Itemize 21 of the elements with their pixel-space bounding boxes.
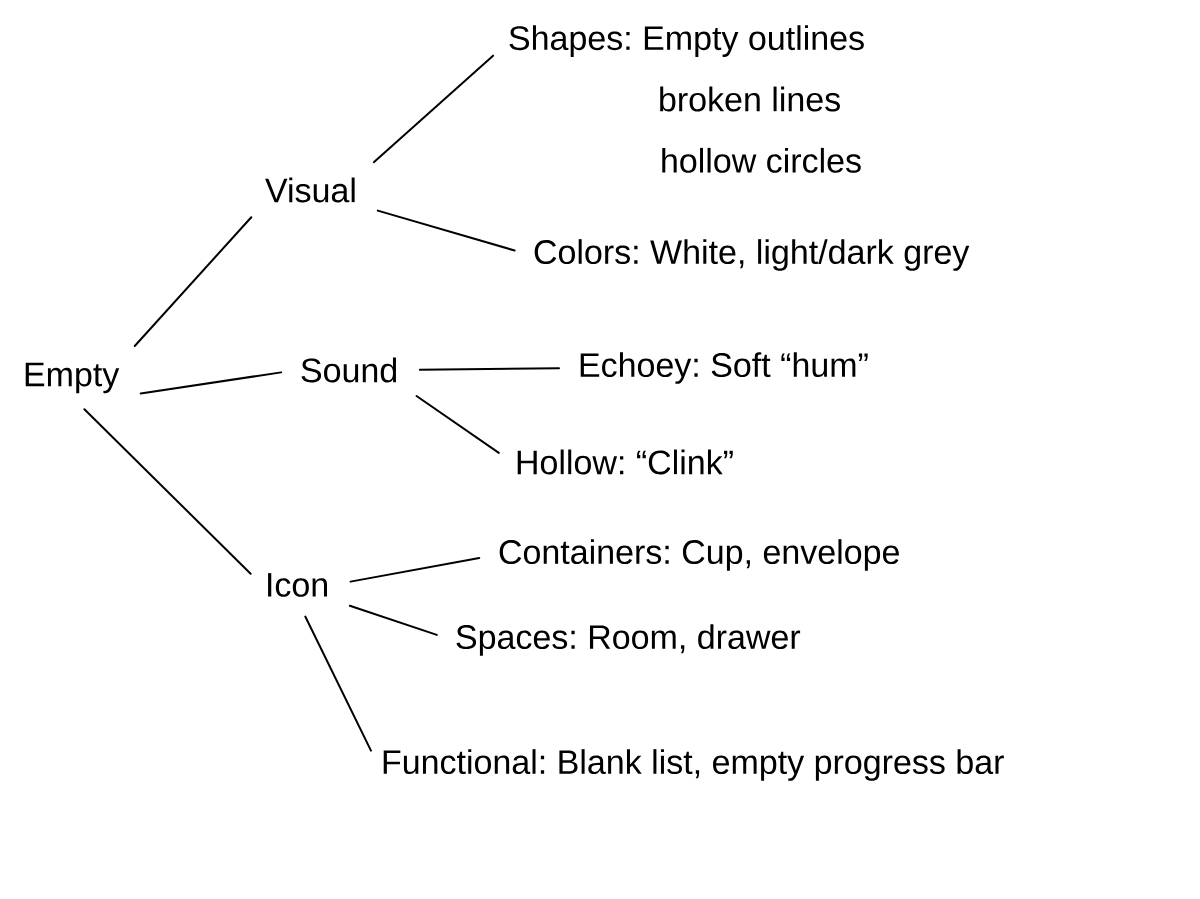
leaf-label: Functional: Blank list, empty progress bar (383, 749, 1004, 781)
branch-label: Visual (265, 177, 355, 203)
connector-line (83, 408, 252, 575)
connector-line (304, 615, 372, 752)
connector-line (372, 54, 495, 164)
connector-line (133, 216, 253, 347)
connector-line (376, 209, 516, 252)
leaf-label: Hollow: “Clink” (517, 449, 733, 475)
leaf-label: Shapes: Empty outlines broken lines hollow circles (509, 25, 864, 173)
leaf-label: Echoey: Soft “hum” (580, 352, 868, 384)
root-label: Empty (25, 362, 120, 394)
connector-line (348, 604, 438, 636)
connector-line (418, 367, 560, 371)
connector-line (139, 371, 283, 395)
leaf-label: Colors: White, light/dark grey (534, 239, 970, 271)
branch-label: Sound (301, 357, 397, 383)
connector-line (415, 395, 500, 454)
leaf-label: Containers: Cup, envelope (499, 539, 899, 571)
branch-label: Icon (268, 573, 327, 597)
connector-line (349, 556, 481, 583)
leaf-label: Spaces: Room, drawer (456, 624, 801, 656)
